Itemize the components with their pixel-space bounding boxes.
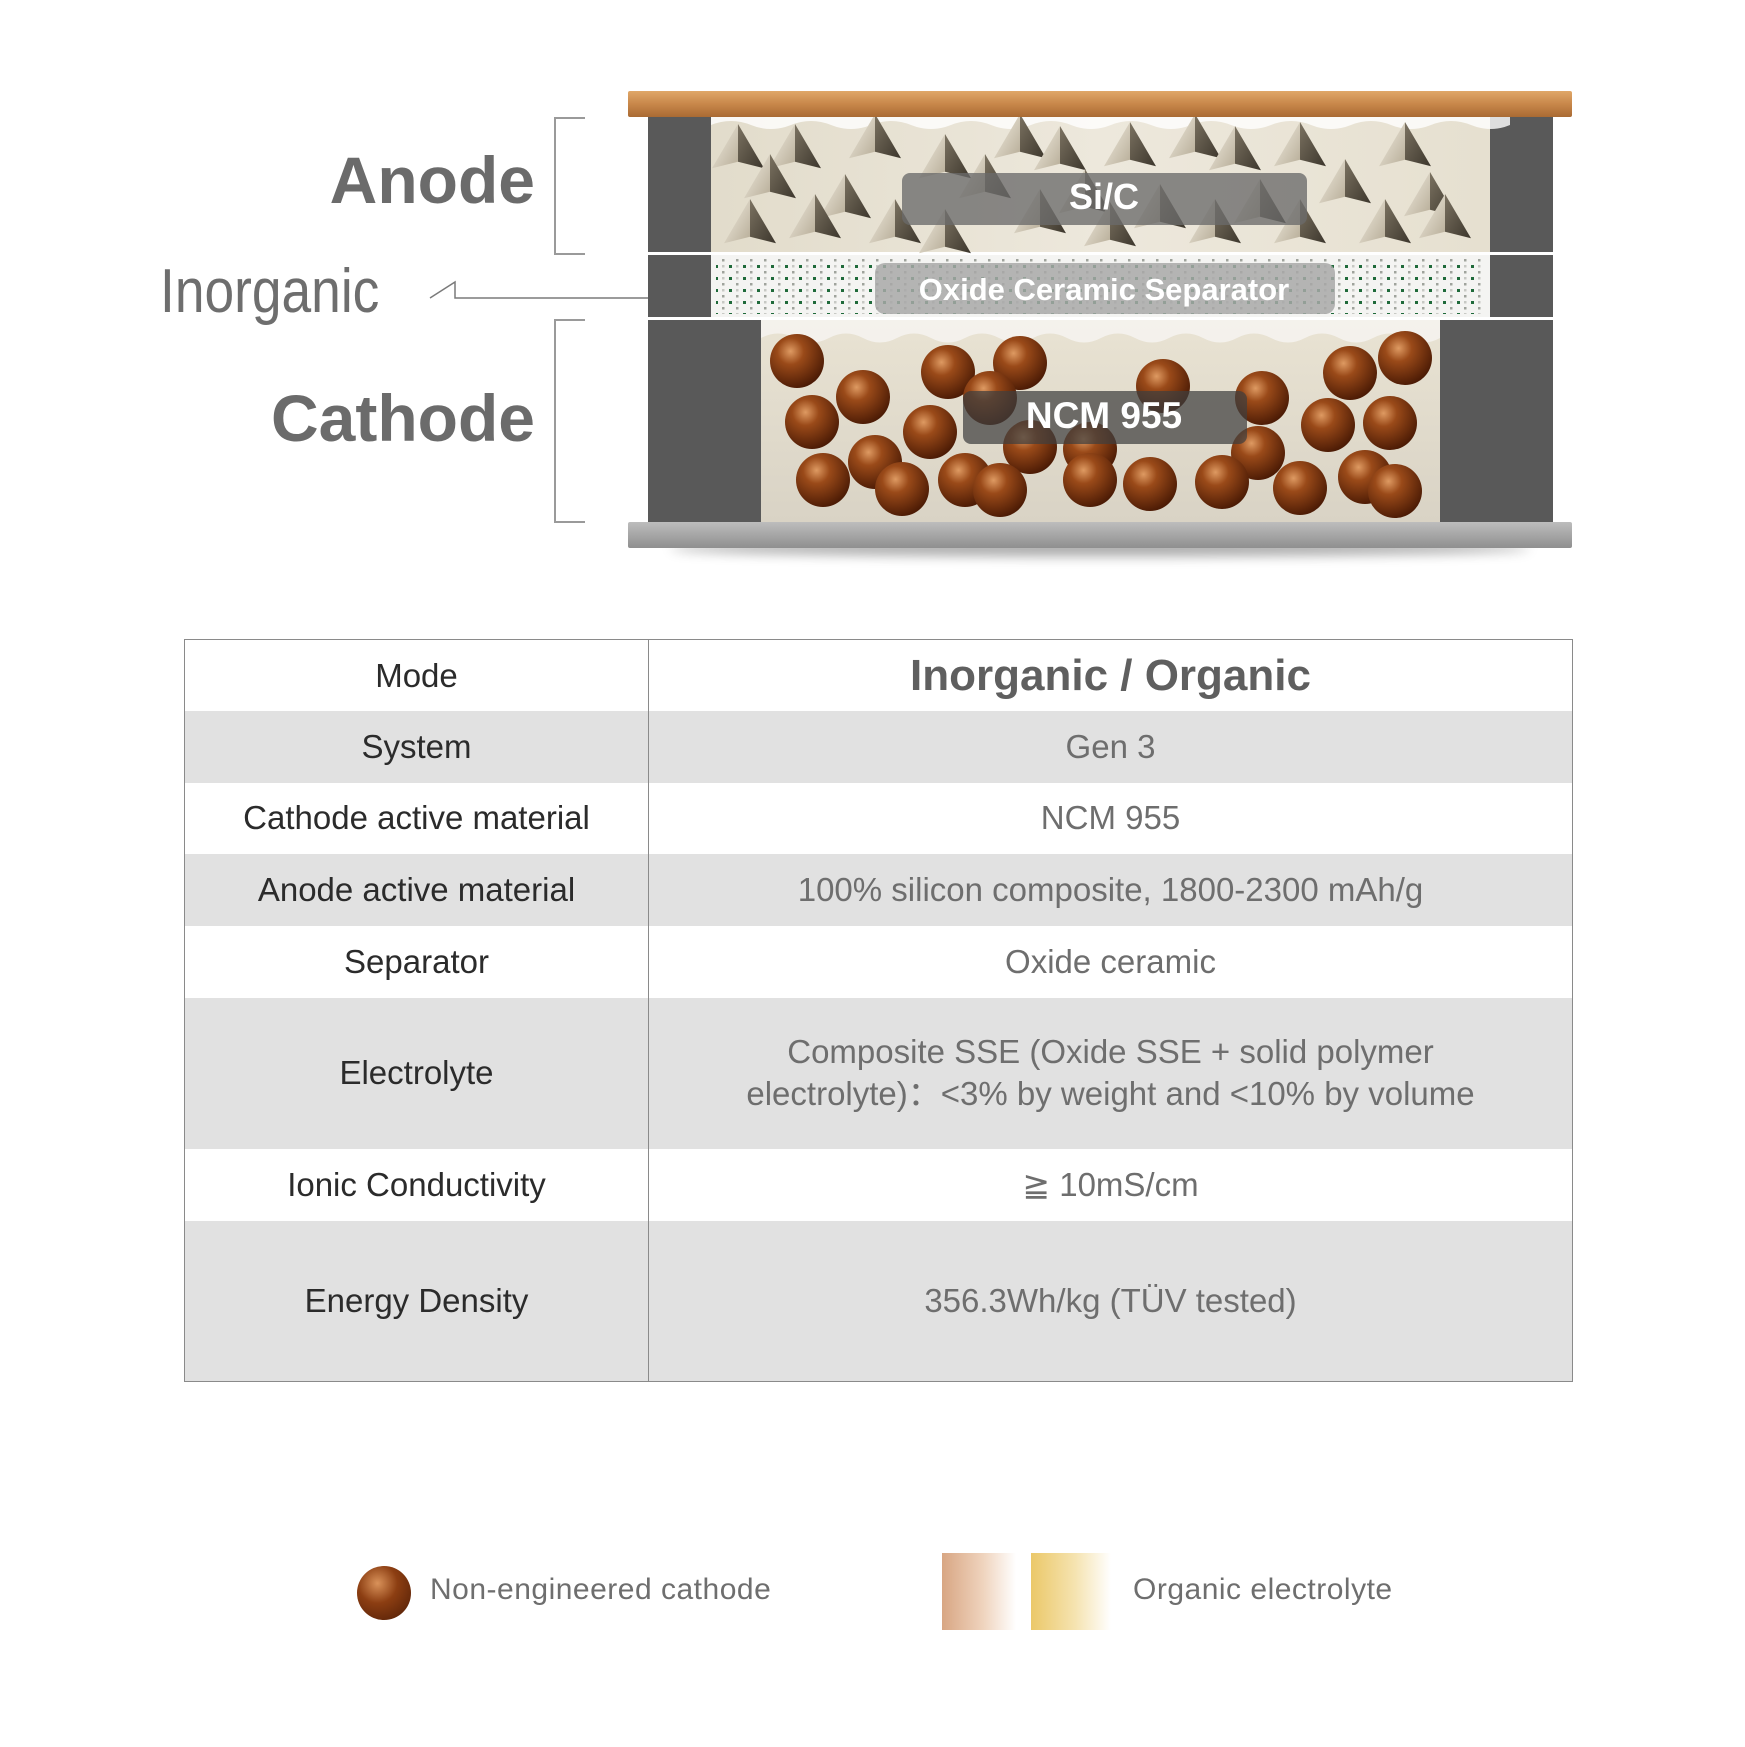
casing-right-top: [1490, 117, 1553, 252]
si-particle: [1274, 122, 1326, 167]
table-cell-value: Oxide ceramic: [1005, 943, 1216, 981]
anode-tag-text: Si/C: [1069, 176, 1139, 217]
ncm-particle: [1273, 461, 1327, 515]
anode-tag-bg: [902, 173, 1307, 225]
ncm-particle: [785, 395, 839, 449]
si-particle: [1209, 126, 1261, 171]
casing-left-bottom: [648, 320, 761, 522]
table-cell-label: Separator: [184, 925, 649, 999]
cathode-tag-bg: [963, 391, 1247, 444]
inorganic-pointer-line: [429, 280, 648, 299]
casing-right-mid: [1490, 255, 1553, 317]
ncm-particle: [993, 336, 1047, 390]
table-row: Energy Density 356.3Wh/kg (TÜV tested): [184, 1221, 1573, 1382]
ncm-particle: [796, 453, 850, 507]
si-particle: [1404, 172, 1456, 217]
cathode-bracket: [554, 319, 585, 523]
si-particle: [1034, 126, 1086, 171]
si-particle: [1419, 194, 1471, 239]
layer-label-inorganic: Inorganic: [160, 257, 380, 326]
cathode-tag-text: NCM 955: [1026, 395, 1182, 436]
table-cell-label: Electrolyte: [184, 998, 649, 1149]
table-row: Anode active material 100% silicon compo…: [184, 854, 1573, 926]
table-row: Separator Oxide ceramic: [184, 925, 1573, 999]
ncm-particle: [1323, 346, 1377, 400]
cathode-current-collector: [628, 522, 1572, 548]
separator-tag-bg: [875, 263, 1335, 314]
table-cell-value: NCM 955: [1040, 799, 1181, 837]
table-row: Electrolyte Composite SSE (Oxide SSE + s…: [184, 998, 1573, 1149]
organic-electrolyte-swatch-icon: [942, 1553, 1016, 1630]
layer-label-cathode: Cathode: [271, 381, 535, 455]
ncm-particle: [1378, 331, 1432, 385]
si-particle: [1319, 159, 1371, 204]
table-header-row: Mode Inorganic / Organic: [184, 639, 1573, 712]
value-line: Composite SSE (Oxide SSE + solid polymer: [787, 1033, 1434, 1071]
table-cell-value: ≧ 10mS/cm: [1022, 1165, 1199, 1203]
table-cell-label: Ionic Conductivity: [184, 1148, 649, 1222]
table-cell-value: 356.3Wh/kg (TÜV tested): [648, 1221, 1573, 1382]
table-cell-label: Cathode active material: [184, 782, 649, 855]
table-cell-value: 100% silicon composite, 1800-2300 mAh/g: [648, 854, 1573, 926]
table-cell-value: Composite SSE (Oxide SSE + solid polymer…: [648, 998, 1573, 1149]
ncm-particle: [1235, 371, 1289, 425]
ncm-particle: [1195, 455, 1249, 509]
ncm-particle: [1063, 453, 1117, 507]
casing-left-mid: [648, 255, 711, 317]
battery-cell-diagram: Si/C Oxide Ceramic Separator NCM 955: [429, 91, 1572, 556]
si-particle: [1104, 122, 1156, 167]
si-particle: [1359, 199, 1411, 244]
ncm-particle: [903, 405, 957, 459]
casing-left-top: [648, 117, 711, 252]
table-cell-label: System: [184, 711, 649, 783]
cathode-particle-icon: [357, 1566, 411, 1620]
separator-tag-text: Oxide Ceramic Separator: [919, 272, 1289, 307]
ncm-particle: [836, 370, 890, 424]
legend-organic-label: Organic electrolyte: [1133, 1573, 1393, 1606]
ncm-particle: [875, 462, 929, 516]
casing-right-bottom: [1440, 320, 1553, 522]
table-header-value: Inorganic / Organic: [910, 650, 1311, 700]
table-header-label: Mode: [184, 639, 649, 712]
organic-electrolyte-swatch-icon: [1031, 1553, 1111, 1630]
ncm-particle: [1368, 464, 1422, 518]
ncm-particle: [1301, 398, 1355, 452]
si-particle: [769, 124, 821, 169]
ncm-particle: [770, 334, 824, 388]
si-particle: [724, 199, 776, 244]
si-particle: [744, 154, 796, 199]
si-particle: [1379, 122, 1431, 167]
anode-current-collector: [628, 91, 1572, 117]
spec-table: Mode Inorganic / Organic System Gen 3 Ca…: [184, 639, 1573, 1382]
table-row: Cathode active material NCM 955: [184, 782, 1573, 855]
si-particle: [789, 194, 841, 239]
si-particle: [994, 114, 1046, 159]
si-particle: [1169, 114, 1221, 159]
ncm-particle: [1363, 396, 1417, 450]
table-cell-label: Anode active material: [184, 854, 649, 926]
ncm-particle: [1123, 457, 1177, 511]
value-line: electrolyte)：<3% by weight and <10% by v…: [746, 1075, 1475, 1113]
anode-bracket: [554, 117, 585, 255]
si-particle: [712, 124, 764, 169]
table-row: Ionic Conductivity ≧ 10mS/cm: [184, 1148, 1573, 1222]
si-particle: [849, 114, 901, 159]
ncm-particle: [973, 463, 1027, 517]
si-particle: [919, 134, 971, 179]
cathode-particles: [770, 331, 1432, 518]
table-cell-label: Energy Density: [184, 1221, 649, 1382]
legend-cathode-label: Non-engineered cathode: [430, 1573, 772, 1606]
table-row: System Gen 3: [184, 711, 1573, 783]
table-cell-value: Gen 3: [648, 711, 1573, 783]
layer-label-anode: Anode: [329, 143, 535, 217]
ncm-particle: [921, 345, 975, 399]
si-particle: [819, 174, 871, 219]
